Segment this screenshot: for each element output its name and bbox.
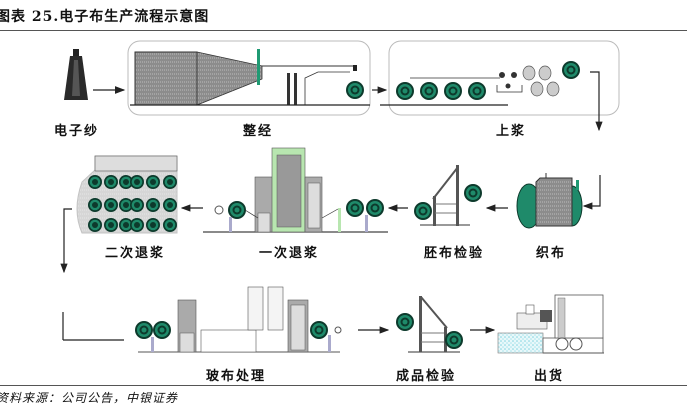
sizing-machine — [380, 40, 620, 116]
step-label-secondary-desizing: 二次退浆 — [105, 246, 166, 261]
title-divider — [0, 30, 687, 31]
arrow-into-weaving — [582, 175, 601, 210]
step-label-shipping: 出货 — [534, 369, 565, 384]
step-label-primary-desizing: 一次退浆 — [259, 246, 320, 261]
warping-machine — [127, 40, 371, 116]
step-label-final-inspection: 成品检验 — [396, 369, 457, 384]
figure-source: 资料来源：公司公告，中银证券 — [0, 391, 179, 405]
glass-cloth-treatment-machine — [135, 286, 342, 353]
shipping-truck — [497, 294, 604, 354]
arrow-secondary-to-treatment — [60, 208, 72, 274]
loom — [516, 173, 583, 229]
secondary-desizing-machine — [76, 155, 178, 234]
step-label-yarn: 电子纱 — [54, 124, 100, 139]
yarn-cone-icon — [64, 49, 88, 100]
step-label-weaving: 织布 — [536, 246, 567, 261]
arrow-sizing-to-weaving — [590, 71, 603, 132]
step-label-sizing: 上浆 — [496, 124, 527, 139]
step-label-warping: 整经 — [243, 124, 274, 139]
source-divider — [0, 385, 687, 386]
figure-title: 图表 25.电子布生产流程示意图 — [0, 9, 210, 25]
primary-desizing-machine — [203, 147, 388, 233]
step-label-glass-cloth-treatment: 玻布处理 — [206, 369, 267, 384]
step-label-greige-inspection: 胚布检验 — [424, 246, 485, 261]
final-inspection-frame — [396, 296, 463, 353]
greige-inspection-frame — [414, 165, 482, 226]
